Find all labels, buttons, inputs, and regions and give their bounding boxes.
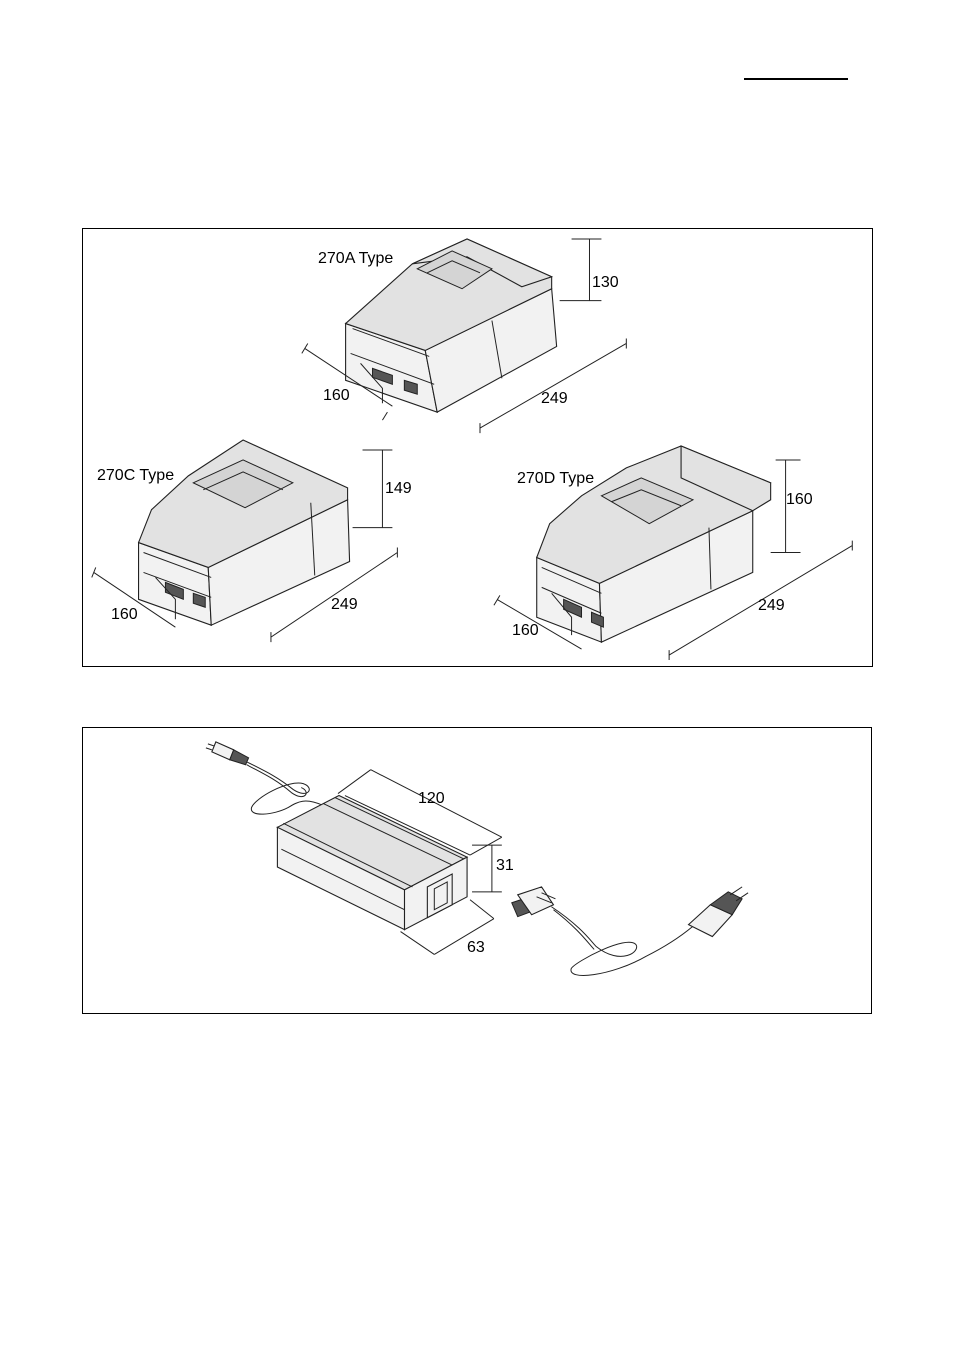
adapter-width: 63 xyxy=(467,940,485,956)
printer-270c-height: 149 xyxy=(385,481,412,497)
printer-270c-depth: 160 xyxy=(111,607,138,623)
printer-270c-label: 270C Type xyxy=(97,468,174,484)
printer-270d-depth: 160 xyxy=(512,623,539,639)
adapter-drawing xyxy=(83,728,871,1013)
adapter-height: 31 xyxy=(496,858,514,874)
printer-270d-height: 160 xyxy=(786,492,813,508)
printer-dimensions-figure: 270A Type 130 160 249 270C Type 149 160 … xyxy=(82,228,873,667)
printer-270d-label: 270D Type xyxy=(517,471,594,487)
printer-270a-height: 130 xyxy=(592,275,619,291)
printer-270c-width: 249 xyxy=(331,597,358,613)
dc-plug-drawing xyxy=(206,742,323,814)
adapter-block-drawing xyxy=(277,796,470,930)
printer-270d-width: 249 xyxy=(758,598,785,614)
mains-cord-drawing xyxy=(512,887,748,976)
adapter-dimensions-figure: 120 31 63 xyxy=(82,727,872,1014)
printer-270a-label: 270A Type xyxy=(318,251,393,267)
printer-270a-drawing xyxy=(302,239,627,433)
adapter-length: 120 xyxy=(418,791,445,807)
header-rule xyxy=(744,78,848,80)
printer-270a-width: 249 xyxy=(541,391,568,407)
printer-drawings xyxy=(83,229,872,666)
printer-270a-depth: 160 xyxy=(323,388,350,404)
